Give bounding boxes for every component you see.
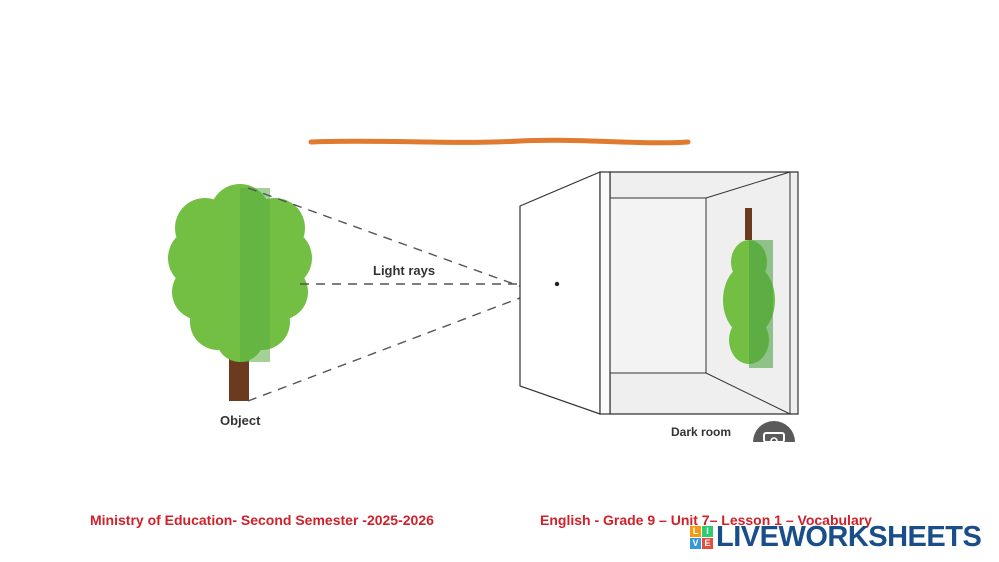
logo-letter-e: E bbox=[702, 537, 713, 549]
dark-room-label: Dark room bbox=[671, 425, 731, 439]
pinhole bbox=[554, 281, 560, 287]
logo-letter-i: I bbox=[702, 525, 713, 537]
object-label: Object bbox=[220, 413, 261, 428]
room-front-edge bbox=[599, 171, 611, 415]
tree-trunk bbox=[229, 357, 249, 401]
footer-ministry-text: Ministry of Education- Second Semester -… bbox=[90, 512, 434, 528]
light-rays-label: Light rays bbox=[373, 263, 435, 278]
inverted-tree-trunk bbox=[745, 208, 752, 240]
tree-crown bbox=[168, 184, 312, 362]
orange-brush-stroke bbox=[308, 137, 691, 146]
footer-lesson-text: English - Grade 9 – Unit 7– Lesson 1 – V… bbox=[540, 512, 872, 528]
tree-object bbox=[168, 184, 312, 401]
inverted-tree-image bbox=[723, 208, 775, 368]
room-inner-back bbox=[609, 197, 707, 374]
liveworksheets-wordmark: LIVEWORKSHEETS bbox=[716, 520, 982, 553]
logo-letter-v: V bbox=[690, 537, 701, 549]
room-front-panel bbox=[519, 171, 601, 415]
camera-icon[interactable] bbox=[753, 421, 795, 445]
logo-letter-l: L bbox=[690, 525, 701, 537]
liveworksheets-logo-icon: L I V E bbox=[690, 525, 713, 549]
liveworksheets-brand[interactable]: L I V E LIVEWORKSHEETS bbox=[690, 520, 982, 554]
